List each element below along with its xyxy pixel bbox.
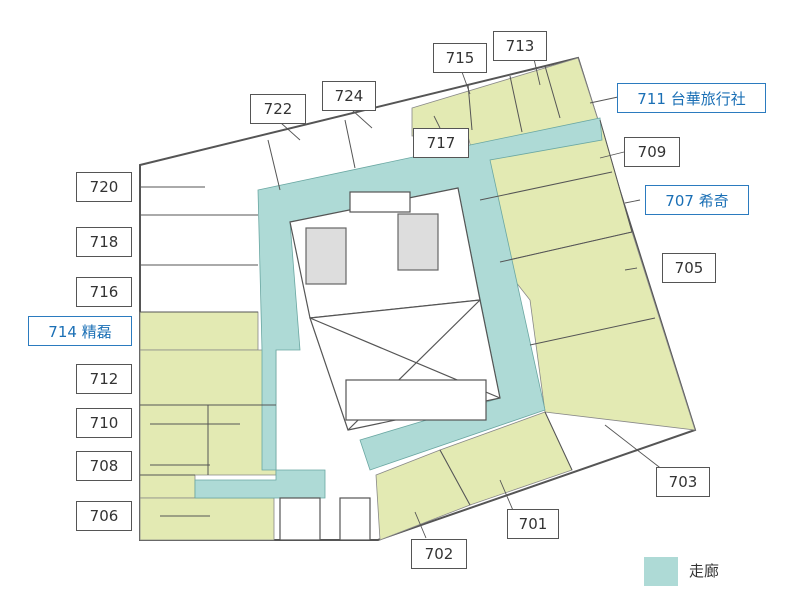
room-label-705: 705	[662, 253, 716, 283]
room-label-702: 702	[411, 539, 467, 569]
legend-corridor-swatch	[644, 557, 678, 586]
room-label-724: 724	[322, 81, 376, 111]
room-label-708: 708	[76, 451, 132, 481]
zone-714	[139, 311, 259, 351]
room-label-714: 714 精磊	[28, 316, 132, 346]
room-label-706: 706	[76, 501, 132, 531]
zone-708	[139, 474, 196, 499]
room-label-701: 701	[507, 509, 559, 539]
room-label-710: 710	[76, 408, 132, 438]
room-label-715: 715	[433, 43, 487, 73]
room-label-707: 707 希奇	[645, 185, 749, 215]
room-label-711: 711 台華旅行社	[617, 83, 766, 113]
legend-corridor-label: 走廊	[689, 562, 720, 580]
room-label-712: 712	[76, 364, 132, 394]
room-label-717: 717	[413, 128, 469, 158]
room-label-718: 718	[76, 227, 132, 257]
interior-walls	[140, 65, 656, 506]
building-core	[279, 187, 501, 541]
room-label-720: 720	[76, 172, 132, 202]
zone-706	[139, 497, 275, 541]
room-label-703: 703	[656, 467, 710, 497]
room-label-722: 722	[250, 94, 306, 124]
room-label-709: 709	[624, 137, 680, 167]
room-label-713: 713	[493, 31, 547, 61]
room-label-716: 716	[76, 277, 132, 307]
zone-712	[139, 349, 277, 406]
